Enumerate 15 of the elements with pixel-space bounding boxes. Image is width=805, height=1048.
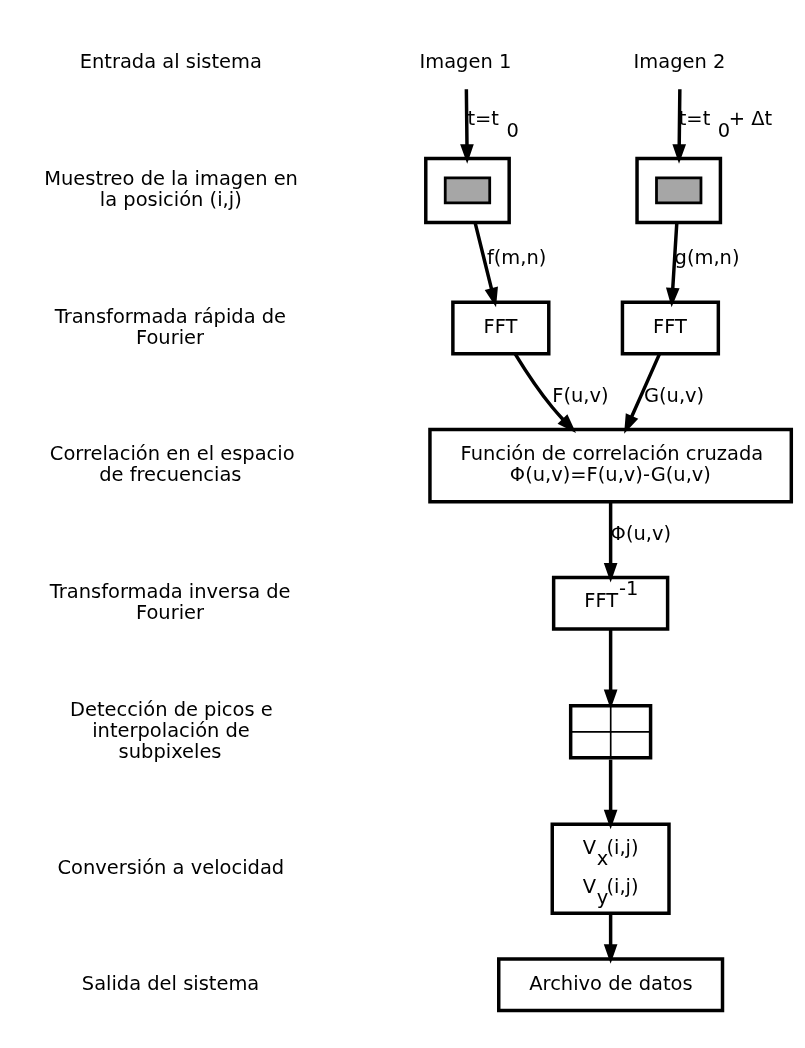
- edge-label: f(m,n): [486, 246, 547, 270]
- node-text: Imagen 1: [419, 50, 512, 74]
- label: Correlación en el espacio de frecuencias: [49, 442, 295, 487]
- label: Entrada al sistema: [79, 50, 262, 74]
- edge-label: F(u,v): [552, 383, 609, 407]
- label: Salida del sistema: [81, 971, 260, 995]
- label: Detección de picos e interpolación de subpixeles: [69, 698, 273, 763]
- label: Transformada inversa de Fourier: [49, 579, 291, 624]
- label: Transformada rápida de Fourier: [54, 304, 287, 349]
- label: Conversión a velocidad: [57, 855, 285, 879]
- label: Muestreo de la imagen en la posición (i,j): [44, 167, 298, 212]
- edge-label: Φ(u,v): [610, 521, 672, 545]
- edge-label: g(m,n): [674, 246, 740, 270]
- node-text: Imagen 2: [633, 50, 726, 74]
- edge-label: G(u,v): [643, 383, 705, 407]
